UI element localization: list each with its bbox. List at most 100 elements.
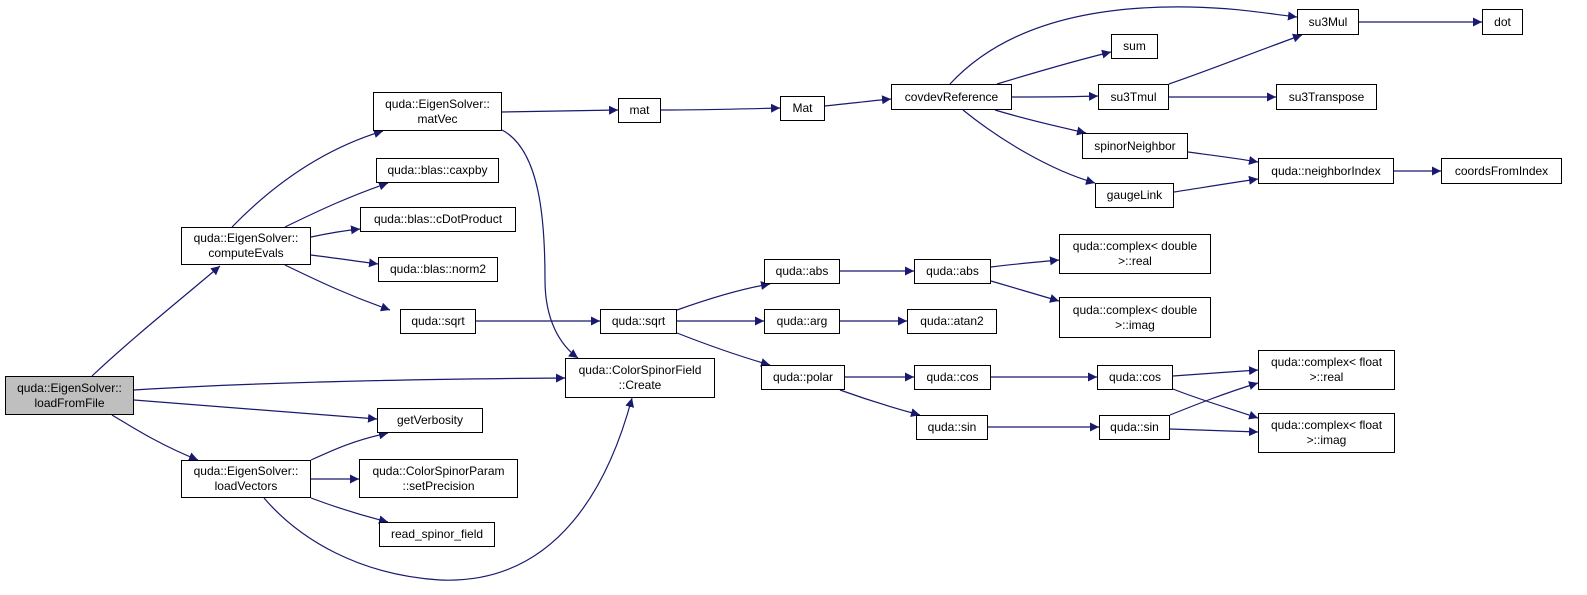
node-label-line: quda::blas::norm2: [389, 262, 487, 276]
node-cDotProduct[interactable]: quda::blas::cDotProduct: [360, 207, 516, 232]
node-complex-float-imag[interactable]: quda::complex< float>::imag: [1258, 413, 1395, 453]
node-complex-double-real[interactable]: quda::complex< double>::real: [1059, 234, 1211, 274]
node-atan2[interactable]: quda::atan2: [907, 309, 997, 334]
node-dot[interactable]: dot: [1482, 9, 1523, 35]
node-matVec[interactable]: quda::EigenSolver::matVec: [373, 92, 502, 131]
node-label-line: Mat: [792, 101, 813, 115]
node-label-line: quda::EigenSolver::: [17, 380, 122, 395]
node-label-line: gaugeLink: [1106, 188, 1163, 202]
node-cos-1[interactable]: quda::cos: [914, 365, 991, 390]
edge-sin2-freal: [1169, 381, 1259, 416]
node-label-line: quda::blas::caxpby: [387, 163, 488, 177]
node-label-line: >::real: [1309, 370, 1344, 384]
node-label-line: getVerbosity: [396, 413, 464, 427]
node-loadVectors[interactable]: quda::EigenSolver::loadVectors: [181, 460, 311, 498]
node-label-line: quda::arg: [776, 314, 828, 328]
node-label-line: quda::ColorSpinorField: [578, 363, 702, 377]
node-label-line: ::setPrecision: [402, 478, 475, 493]
node-label-line: covdevReference: [904, 89, 999, 104]
node-sin-1[interactable]: quda::sin: [916, 415, 988, 440]
edge-computeEvals-sqrt1: [284, 264, 391, 312]
node-Mat[interactable]: Mat: [780, 96, 825, 121]
edge-root-create: [133, 373, 566, 391]
node-sin-2[interactable]: quda::sin: [1099, 415, 1170, 440]
edge-covdev-su3Tmul: [1011, 91, 1099, 101]
edge-spinorNeighbor-neighborIndex: [1187, 151, 1259, 165]
node-abs-2[interactable]: quda::abs: [914, 259, 991, 284]
node-polar[interactable]: quda::polar: [761, 365, 845, 390]
node-mat[interactable]: mat: [618, 98, 661, 123]
node-read_spinor_field[interactable]: read_spinor_field: [379, 522, 495, 547]
node-norm2[interactable]: quda::blas::norm2: [378, 257, 498, 282]
node-label-line: quda::complex< float: [1270, 355, 1383, 369]
node-label-line: quda::ColorSpinorParam: [372, 463, 505, 478]
node-label-line: coordsFromIndex: [1454, 163, 1549, 178]
edge-root-loadVectors: [111, 414, 199, 461]
edge-matVec-mat: [501, 105, 619, 115]
edge-loadVectors-create: [263, 397, 635, 581]
node-label-line: quda::complex< float: [1270, 418, 1383, 432]
node-coordsFromIndex[interactable]: coordsFromIndex: [1441, 158, 1562, 184]
node-covdevReference[interactable]: covdevReference: [891, 84, 1012, 110]
node-abs-1[interactable]: quda::abs: [764, 259, 840, 284]
node-label-line: quda::cos: [1108, 370, 1162, 384]
edge-computeEvals-cDotProduct: [310, 225, 361, 238]
node-sqrt-1[interactable]: quda::sqrt: [400, 309, 476, 334]
node-label-line: quda::neighborIndex: [1271, 163, 1381, 178]
node-getVerbosity[interactable]: getVerbosity: [377, 408, 483, 433]
node-label-line: >::real: [1118, 254, 1152, 268]
edge-sqrt2-polar: [676, 332, 771, 367]
node-ColorSpinorField-Create[interactable]: quda::ColorSpinorField::Create: [565, 358, 715, 398]
node-gaugeLink[interactable]: gaugeLink: [1095, 183, 1174, 208]
node-sum[interactable]: sum: [1111, 34, 1158, 59]
edge-cos2-freal: [1172, 366, 1259, 377]
node-label-line: su3Transpose: [1288, 89, 1365, 104]
node-label-line: quda::sqrt: [411, 314, 465, 328]
edge-covdev-su3Mul: [949, 6, 1298, 85]
node-label-line: ::Create: [618, 378, 662, 392]
edge-mat-Mat: [660, 103, 781, 113]
node-loadFromFile[interactable]: quda::EigenSolver::loadFromFile: [5, 376, 134, 415]
node-label-line: quda::cos: [926, 370, 979, 384]
node-label-line: quda::atan2: [920, 314, 984, 328]
node-arg[interactable]: quda::arg: [764, 309, 840, 334]
node-label-line: quda::sin: [927, 420, 977, 434]
node-label-line: quda::complex< double: [1072, 302, 1198, 317]
node-su3Transpose[interactable]: su3Transpose: [1276, 84, 1377, 110]
edge-Mat-covdev: [824, 95, 892, 107]
edge-covdev-spinorNeighbor: [994, 109, 1087, 136]
node-label-line: matVec: [417, 111, 458, 126]
node-label-line: quda::EigenSolver::: [385, 96, 490, 111]
node-cos-2[interactable]: quda::cos: [1097, 365, 1173, 390]
node-label-line: quda::abs: [775, 264, 829, 278]
node-caxpby[interactable]: quda::blas::caxpby: [376, 158, 499, 183]
node-label-line: quda::abs: [926, 264, 979, 278]
node-su3Mul[interactable]: su3Mul: [1297, 9, 1359, 35]
edge-abs2-dreal: [990, 256, 1060, 268]
node-label-line: read_spinor_field: [390, 527, 484, 541]
node-label-line: quda::blas::cDotProduct: [373, 212, 503, 226]
edge-root-getVerbosity: [133, 399, 378, 423]
node-su3Tmul[interactable]: su3Tmul: [1098, 84, 1169, 110]
node-setPrecision[interactable]: quda::ColorSpinorParam::setPrecision: [359, 459, 518, 498]
node-spinorNeighbor[interactable]: spinorNeighbor: [1082, 133, 1188, 159]
node-label-line: >::imag: [1115, 317, 1155, 332]
node-complex-double-imag[interactable]: quda::complex< double>::imag: [1059, 297, 1211, 338]
edge-cos2-fimag: [1172, 388, 1259, 420]
node-complex-float-real[interactable]: quda::complex< float>::real: [1258, 350, 1395, 390]
node-label-line: sum: [1123, 39, 1146, 53]
edge-abs2-dimag: [990, 280, 1060, 303]
node-label-line: quda::polar: [772, 370, 834, 384]
edge-sin2-fimag: [1169, 427, 1259, 437]
node-label-line: spinorNeighbor: [1094, 138, 1176, 153]
edge-su3Tmul-su3Mul: [1168, 33, 1303, 85]
node-computeEvals[interactable]: quda::EigenSolver::computeEvals: [181, 227, 311, 265]
node-neighborIndex[interactable]: quda::neighborIndex: [1258, 158, 1394, 184]
node-label-line: quda::sin: [1110, 420, 1159, 434]
node-sqrt-2[interactable]: quda::sqrt: [600, 309, 677, 334]
node-label-line: su3Mul: [1308, 14, 1348, 29]
edge-sqrt2-abs1: [676, 281, 771, 311]
edge-matVec-create: [501, 129, 579, 359]
node-label-line: loadVectors: [214, 479, 278, 493]
